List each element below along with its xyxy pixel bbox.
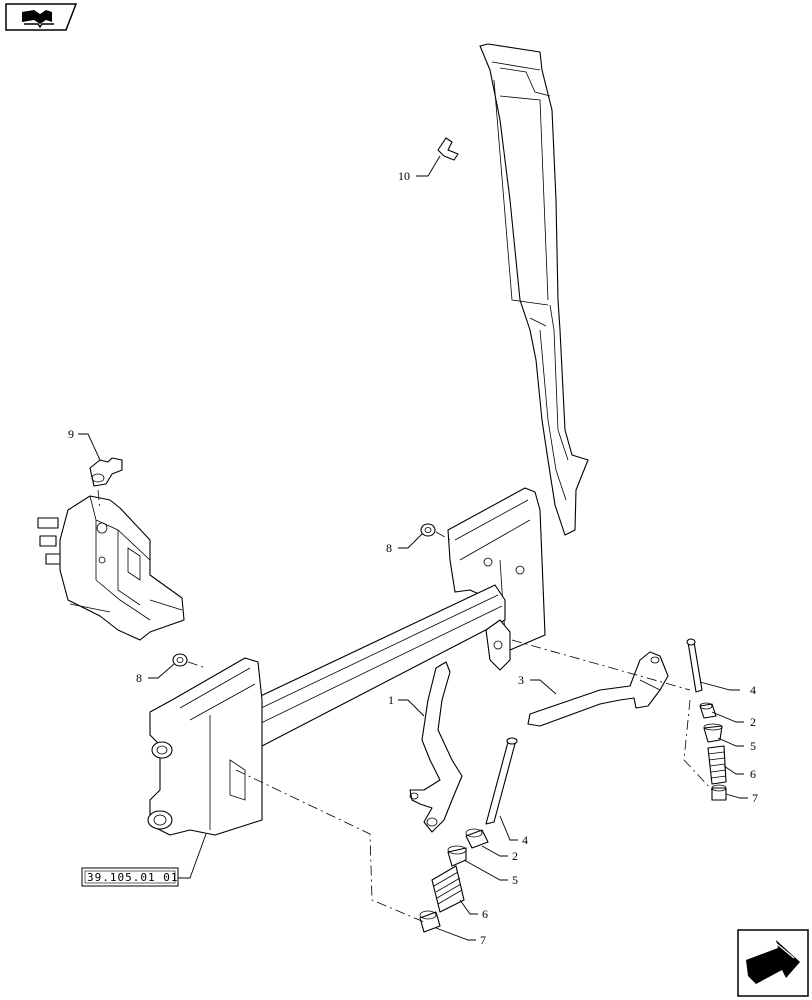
centerline-right-vertical: [683, 699, 713, 791]
leader-4-right: [699, 681, 740, 691]
callout-4-left: 4: [522, 833, 528, 847]
callout-8-left: 8: [136, 671, 142, 685]
callout-5-left: 5: [512, 873, 518, 887]
reference-text: 39.105.01 01: [87, 871, 178, 884]
leader-10: [416, 155, 441, 177]
callout-8-top: 8: [386, 541, 392, 555]
leader-9: [78, 433, 101, 461]
callout-2-right: 2: [750, 715, 756, 729]
washer-top: [420, 523, 436, 537]
callout-6-right: 6: [750, 767, 756, 781]
left-bushing: [465, 828, 489, 849]
callout-7-right: 7: [752, 791, 758, 805]
washer-left: [172, 653, 188, 667]
leader-ref: [178, 833, 207, 879]
left-sleeve: [447, 845, 467, 867]
right-bolt: [711, 784, 727, 801]
right-spring: [707, 745, 727, 785]
centerline-fitting: [97, 489, 101, 511]
right-mount-bracket: [485, 619, 511, 671]
leader-1: [398, 699, 425, 717]
callout-9: 9: [68, 427, 74, 441]
leader-6-left: [459, 899, 478, 915]
callout-2-left: 2: [512, 849, 518, 863]
centerline-washer-top: [435, 531, 451, 541]
leader-2-left: [481, 845, 508, 857]
left-lever: [409, 661, 463, 833]
right-lever: [527, 651, 669, 727]
next-page-arrow-icon: [746, 938, 800, 984]
callout-7-left: 7: [480, 933, 486, 947]
left-side-plate: [147, 657, 263, 836]
centerline-washer-left: [187, 661, 207, 669]
next-page-button[interactable]: [737, 929, 809, 997]
left-bolt: [419, 910, 441, 933]
callout-6-left: 6: [482, 907, 488, 921]
handle-guard: [479, 43, 589, 536]
leader-8-left: [148, 663, 175, 679]
callout-5-right: 5: [750, 739, 756, 753]
leader-2-right: [711, 711, 744, 723]
leader-8-top: [398, 533, 423, 549]
centerline-right: [511, 639, 691, 691]
centerline-left: [235, 769, 425, 923]
leader-6-right: [723, 765, 744, 775]
callout-10: 10: [398, 169, 410, 183]
leader-4-left: [499, 815, 518, 841]
leader-5-left: [463, 859, 508, 881]
elbow-fitting: [89, 457, 123, 487]
leader-3: [530, 679, 557, 695]
book-icon: [22, 10, 54, 29]
right-bushing: [699, 702, 717, 719]
clip-part: [437, 137, 459, 161]
left-spring: [431, 865, 465, 913]
callout-4-right: 4: [750, 683, 756, 697]
reference-link[interactable]: 39.105.01 01: [81, 867, 179, 887]
leader-5-right: [717, 737, 744, 747]
callout-3: 3: [518, 673, 524, 687]
right-pin: [686, 638, 703, 693]
left-pin: [485, 737, 518, 825]
right-sleeve: [703, 723, 723, 743]
leader-7-right: [725, 793, 748, 799]
callout-1: 1: [388, 693, 394, 707]
leader-7-left: [435, 927, 476, 941]
valve-block: [37, 495, 185, 641]
book-icon-button[interactable]: [5, 3, 78, 31]
